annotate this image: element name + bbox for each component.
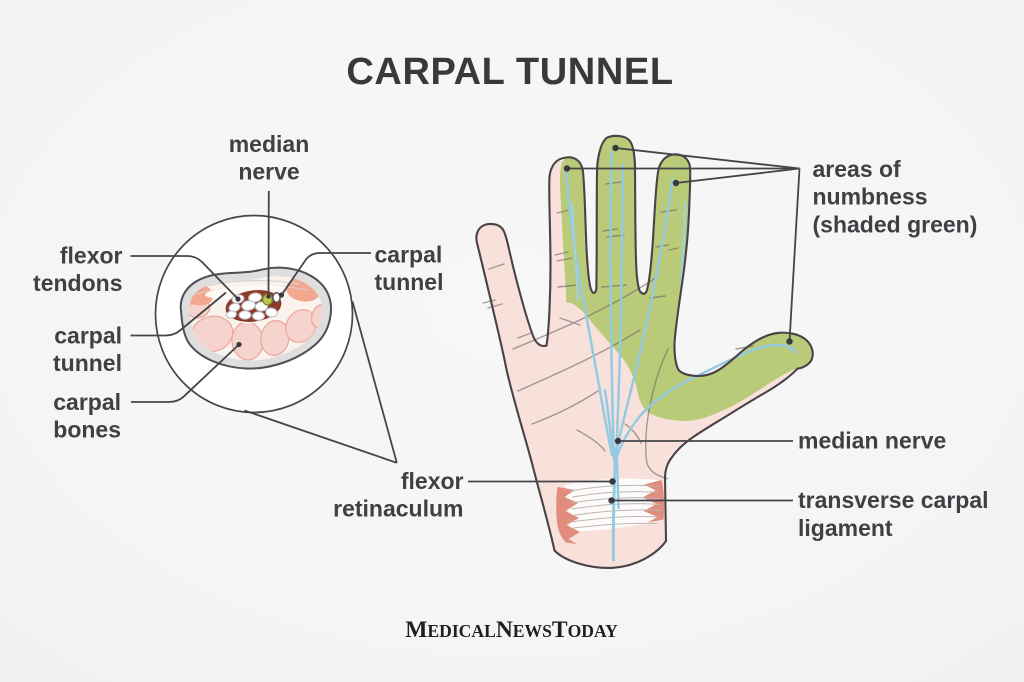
svg-text:tendons: tendons [33, 270, 122, 296]
svg-text:nerve: nerve [238, 158, 299, 184]
svg-text:tunnel: tunnel [53, 350, 122, 376]
svg-text:median nerve: median nerve [798, 428, 946, 454]
svg-text:carpal: carpal [375, 241, 443, 267]
svg-text:tunnel: tunnel [375, 269, 444, 295]
svg-text:numbness: numbness [813, 184, 928, 210]
svg-text:(shaded green): (shaded green) [813, 211, 978, 237]
svg-text:carpal: carpal [53, 389, 121, 415]
svg-text:transverse carpal: transverse carpal [798, 487, 989, 513]
svg-text:areas of: areas of [813, 156, 902, 182]
svg-text:median: median [229, 131, 310, 157]
svg-text:ligament: ligament [798, 515, 893, 541]
svg-text:CARPAL TUNNEL: CARPAL TUNNEL [346, 51, 673, 93]
svg-text:retinaculum: retinaculum [333, 496, 463, 522]
svg-text:carpal: carpal [54, 323, 122, 349]
svg-text:flexor: flexor [60, 243, 123, 269]
svg-text:MEDICALNEWSTODAY: MEDICALNEWSTODAY [405, 617, 618, 643]
svg-text:bones: bones [53, 416, 121, 442]
svg-text:flexor: flexor [401, 468, 464, 494]
